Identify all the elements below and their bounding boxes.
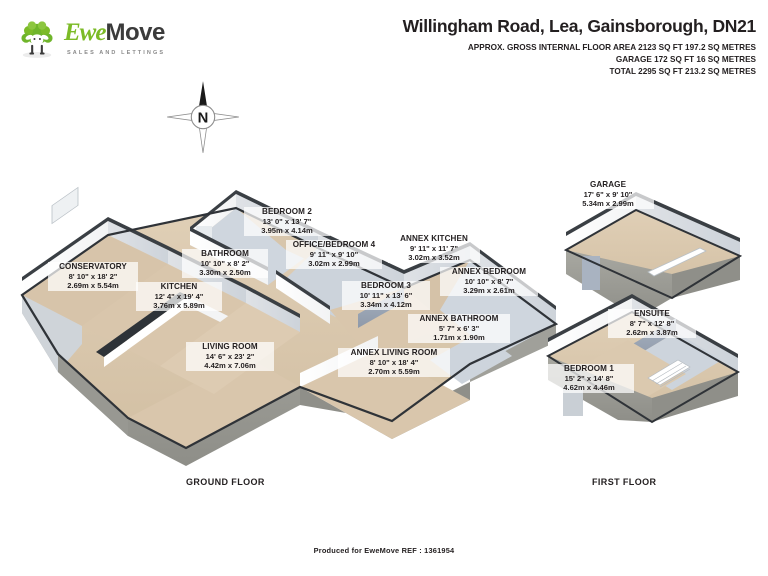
room-label-living-room: LIVING ROOM 14' 6" x 23' 2" 4.42m x 7.06… (186, 342, 274, 371)
room-label-office-bedroom-4: OFFICE/BEDROOM 4 9' 11" x 9' 10" 3.02m x… (286, 240, 382, 269)
room-label-garage: GARAGE 17' 6" x 9' 10" 5.34m x 2.99m (562, 180, 654, 209)
partition-2-cap (276, 270, 330, 310)
garage-outline (563, 208, 743, 300)
first-floor-caption: FIRST FLOOR (592, 477, 657, 487)
room-label-kitchen: KITCHEN 12' 4" x 19' 4" 3.76m x 5.89m (136, 282, 222, 311)
area-line-garage: GARAGE 172 SQ FT 16 SQ METRES (615, 55, 756, 64)
bay-wall (58, 354, 128, 436)
ground-floor-caption: GROUND FLOOR (186, 477, 265, 487)
living-room-floor (128, 356, 300, 448)
conservatory-window-1 (51, 186, 79, 225)
room-label-bathroom: BATHROOM 10' 10" x 8' 2" 3.30m x 2.50m (182, 249, 268, 278)
annex-bathroom-floor (430, 332, 512, 384)
room-label-bedroom-3: BEDROOM 3 10' 11" x 13' 6" 3.34m x 4.12m (342, 281, 430, 310)
room-label-annex-living-room: ANNEX LIVING ROOM 8' 10" x 18' 4" 2.70m … (338, 348, 450, 377)
room-label-bedroom-2: BEDROOM 2 13' 0" x 13' 7" 3.95m x 4.14m (244, 207, 330, 236)
area-line-gross: APPROX. GROSS INTERNAL FLOOR AREA 2123 S… (467, 43, 756, 52)
garage-block (563, 192, 743, 318)
sheep-logo-icon (21, 21, 53, 58)
living-wall-partition (246, 289, 300, 332)
logo-ewe-text: Ewe (64, 19, 106, 46)
ewemove-logo: EweMove SALES AND LETTINGS (12, 14, 172, 66)
page-title: Willingham Road, Lea, Gainsborough, DN21 (402, 16, 757, 36)
ff-cap-nw (548, 294, 632, 342)
room-label-annex-bedroom: ANNEX BEDROOM 10' 10" x 8' 7" 3.29m x 2.… (440, 267, 538, 296)
living-wall-partition-cap (246, 285, 300, 318)
conservatory-wall-cap-ne (108, 217, 168, 250)
conservatory-wall-cap-nw (22, 217, 108, 281)
area-summary: APPROX. GROSS INTERNAL FLOOR AREA 2123 S… (468, 42, 756, 78)
garage-wall-ne (636, 196, 740, 256)
garage-side-door (582, 256, 600, 290)
garage-door (647, 247, 707, 277)
room-label-ensuite: ENSUITE 8' 7" x 12' 8" 2.62m x 3.87m (608, 309, 696, 338)
partition-2 (276, 274, 330, 324)
conservatory-wall-nw (22, 221, 108, 295)
compass-rose: N (164, 78, 242, 156)
logo-tagline: SALES AND LETTINGS (67, 50, 166, 56)
room-label-conservatory: CONSERVATORY 8' 10" x 18' 2" 2.69m x 5.5… (48, 262, 138, 291)
compass-north-icon: N (167, 81, 239, 153)
garage-wall-nw (566, 196, 636, 250)
kitchen-unit-front-1 (104, 296, 188, 367)
svg-text:N: N (198, 110, 209, 126)
logo-wordmark: EweMove (64, 20, 165, 45)
room-label-bedroom-1: BEDROOM 1 15' 2" x 14' 8" 4.62m x 4.46m (544, 364, 634, 393)
logo-move-text: Move (105, 19, 165, 46)
first-floor-outline (546, 310, 741, 424)
room-label-annex-kitchen: ANNEX KITCHEN 9' 11" x 11' 7" 3.02m x 3.… (388, 234, 480, 263)
footer-credit: Produced for EweMove REF : 1361954 (313, 546, 455, 555)
conservatory-wall-sw (22, 295, 82, 372)
garage-cap-ne (636, 192, 740, 242)
bedroom1-window (563, 386, 583, 416)
bathroom-wall-cap-west (190, 190, 236, 231)
room-label-annex-bathroom: ANNEX BATHROOM 5' 7" x 6' 3" 1.71m x 1.9… (408, 314, 510, 343)
area-line-total: TOTAL 2295 SQ FT 213.2 SQ METRES (609, 67, 756, 76)
exterior-render-east (470, 324, 556, 400)
